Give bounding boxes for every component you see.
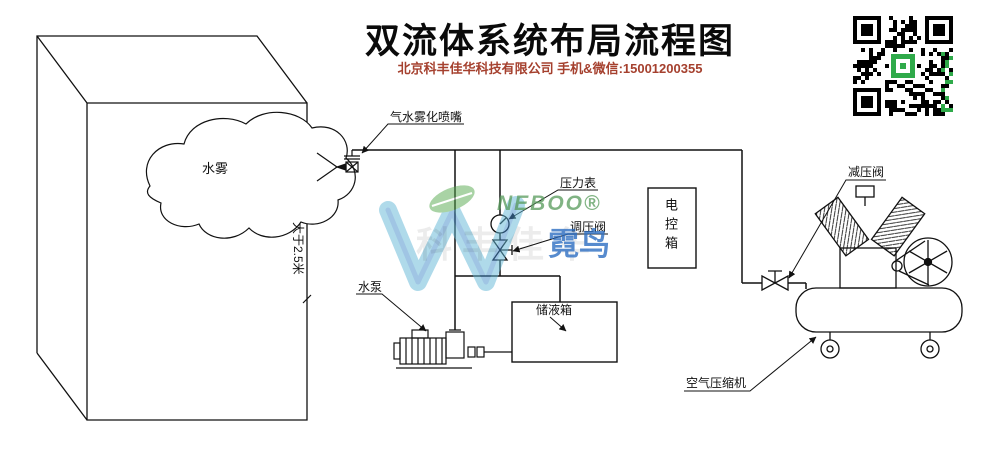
- liquid-tank-symbol: [511, 301, 618, 363]
- control-box-label: 电控箱: [662, 198, 678, 255]
- qr-center-logo: [891, 54, 915, 78]
- watermark-brand-en: NEBOO®: [497, 192, 602, 215]
- watermark-company-text: 科丰佳华: [416, 224, 601, 265]
- control-box-symbol: [647, 187, 697, 269]
- wheels: [820, 332, 940, 359]
- air-filter: [855, 185, 875, 198]
- water-mist-label: 水雾: [202, 161, 229, 176]
- watermark-logo-icon: [379, 185, 525, 291]
- air-pipe: [352, 149, 807, 289]
- air-compressor-label: 空气压缩机: [686, 376, 747, 390]
- watermark-brand-cn: 霓鸟: [548, 227, 610, 262]
- company-contact-line: 北京科丰佳华科技有限公司 手机&微信:15001200355: [397, 61, 703, 76]
- water-pump-symbol: [393, 329, 512, 369]
- regulator-valve-label: 调压阀: [570, 220, 607, 234]
- liquid-tank-label: 储液箱: [536, 303, 573, 317]
- pressure-gauge-label: 压力表: [560, 176, 597, 190]
- mist-cloud: [145, 111, 356, 239]
- qr-code: [850, 13, 956, 119]
- height-dimension-label: 大于2.5米: [291, 222, 305, 275]
- belt-lines: [893, 240, 930, 286]
- reducer-valve-label: 减压阀: [848, 165, 885, 179]
- air-compressor-symbol: [795, 185, 963, 359]
- spray-lines: [316, 152, 338, 182]
- qr-modules: [853, 16, 953, 116]
- reducer-valve-symbol: [761, 270, 789, 292]
- qr-finder-patterns: [853, 16, 953, 116]
- nozzle-label: 气水雾化喷嘴: [390, 110, 463, 124]
- leader-lines: [356, 123, 886, 392]
- page-title: 双流体系统布局流程图: [364, 22, 735, 61]
- spray-room-box: [36, 35, 308, 421]
- motor-pulley: [891, 260, 903, 272]
- water-pump-label: 水泵: [358, 280, 383, 294]
- atomizing-nozzle: [316, 150, 360, 182]
- flywheel: [903, 237, 953, 287]
